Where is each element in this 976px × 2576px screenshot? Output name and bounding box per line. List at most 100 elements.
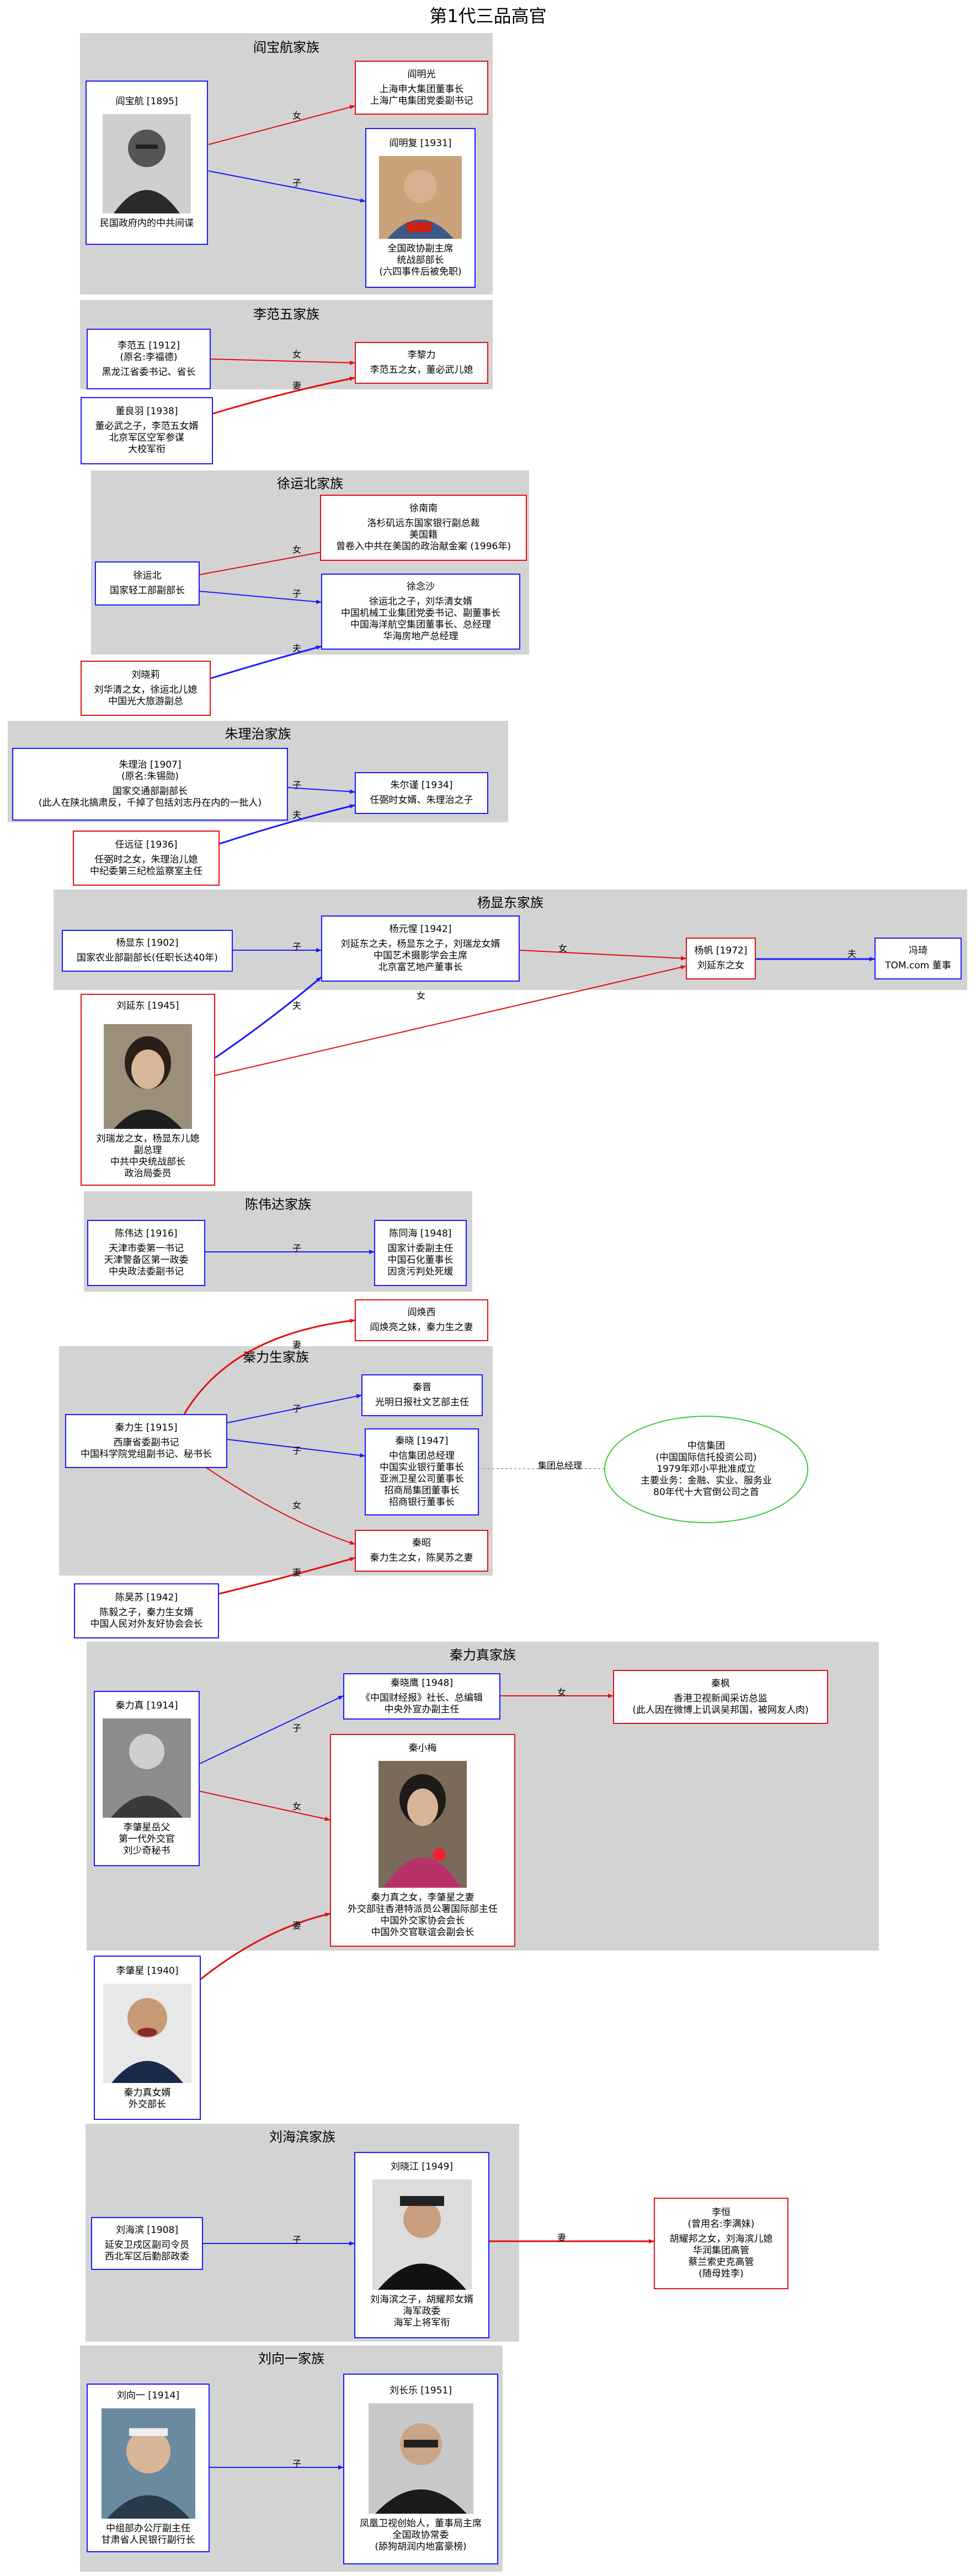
edge-label: 子 [292, 780, 302, 790]
person-node: 任远征 [1936] 任弼时之女，朱理治儿媳 中纪委第三纪检监察室主任 [73, 831, 220, 886]
edge-label: 妻 [557, 2232, 567, 2243]
cluster-title: 杨显东家族 [477, 895, 543, 911]
person-node: 刘晓江 [1949] 刘海滨之子，胡耀邦女婿 海军政委 海军上将军衔 [354, 2152, 489, 2338]
cluster-title: 李范五家族 [253, 307, 319, 322]
portrait-photo-icon [103, 1983, 191, 2083]
person-node: 冯琦 TOM.com 董事 [874, 938, 962, 979]
person-node: 李范五 [1912] (原名:李福德) 黑龙江省委书记、省长 [87, 329, 211, 389]
edge-label: 女 [417, 990, 426, 1001]
portrait-photo-icon [368, 2403, 473, 2514]
edge-label: 妻 [292, 381, 302, 391]
person-node: 阎明光 上海申大集团董事长 上海广电集团党委副书记 [355, 61, 488, 115]
person-node: 董良羽 [1938] 董必武之子，李范五女婿 北京军区空军参谋 大校军衔 [81, 397, 213, 464]
edge-label: 集团总经理 [538, 1460, 583, 1471]
person-node: 秦晓 [1947] 中信集团总经理 中国实业银行董事长 亚洲卫星公司董事长 招商… [365, 1428, 479, 1515]
person-node: 陈伟达 [1916] 天津市委第一书记 天津警备区第一政委 中央政法委副书记 [87, 1220, 205, 1286]
person-node: 李肇星 [1940] 秦力真女婿 外交部长 [94, 1956, 201, 2120]
edge-yan-daughter [208, 105, 355, 145]
portrait-photo-icon [103, 114, 191, 213]
cluster-title: 陈伟达家族 [245, 1197, 311, 1212]
edge-zhu-son [287, 787, 355, 794]
cluster-title: 徐运北家族 [277, 476, 343, 491]
edge-label: 女 [292, 544, 302, 555]
portrait-photo-icon [101, 2408, 195, 2519]
person-node: 徐南南 洛杉矶远东国家银行副总裁 美国籍 曾卷入中共在美国的政治献金案 (199… [320, 495, 527, 561]
edge-yangyj-daughter [519, 950, 686, 961]
edge-label: 子 [292, 588, 302, 599]
edge-label: 妻 [292, 1920, 302, 1931]
person-node: 刘延东 [1945] 刘瑞龙之女，杨显东儿媳 副总理 中共中央统战部长 政治局委… [81, 994, 215, 1186]
edge-chenhs-husband [218, 1557, 355, 1595]
person-node: 阎明复 [1931] 全国政协副主席 统战部部长 (六四事件后被免职) [365, 128, 476, 288]
edge-label: 夫 [292, 1000, 302, 1011]
page-title: 第1代三品高官 [429, 6, 547, 26]
cluster-title: 秦力真家族 [450, 1647, 516, 1663]
edge-label: 女 [292, 1801, 302, 1812]
cluster-title: 朱理治家族 [225, 726, 291, 742]
edge-label: 女 [558, 943, 568, 954]
person-node: 朱理治 [1907] (原名:朱锡勋) 国家交通部副部长 (此人在陕北搞肃反，千… [12, 748, 288, 821]
person-node: 秦力生 [1915] 西康省委副书记 中国科学院党组副书记、秘书长 [65, 1414, 227, 1468]
edge-qinls-wife [183, 1319, 355, 1415]
cluster-title: 阎宝航家族 [253, 40, 319, 55]
edge-label: 子 [292, 1445, 302, 1456]
portrait-photo-icon [104, 1024, 192, 1129]
edge-label: 子 [292, 178, 302, 188]
person-node: 徐念沙 徐运北之子，刘华清女婿 中国机械工业集团党委书记、副董事长 中国海洋航空… [321, 574, 520, 650]
person-node: 刘长乐 [1951] 凤凰卫视创始人，董事局主席 全国政协常委 (舔狗胡润内地富… [343, 2374, 498, 2564]
edge-qinlz-daughter [199, 1791, 330, 1821]
person-node: 陈同海 [1948] 国家计委副主任 中国石化董事长 因贪污判处死缓 [374, 1220, 467, 1286]
edge-label: 夫 [847, 949, 857, 959]
edge-label: 女 [292, 110, 302, 121]
edge-label: 妻 [292, 1340, 302, 1350]
edge-ren-wife [219, 804, 355, 845]
edge-label: 子 [292, 1404, 302, 1414]
edge-yan-son [208, 170, 366, 203]
edge-liuyd-daughter [215, 965, 686, 1076]
edge-label: 子 [292, 2235, 302, 2245]
person-node: 秦力真 [1914] 李肇星岳父 第一代外交官 刘少奇秘书 [94, 1691, 200, 1866]
person-node: 杨元惺 [1942] 刘延东之夫，杨显东之子，刘瑞龙女婿 中国艺术摄影学会主席 … [321, 915, 520, 982]
edge-lizx-husband [193, 1913, 330, 1986]
edge-label: 子 [292, 941, 302, 952]
edge-label: 夫 [292, 643, 302, 654]
person-node: 刘向一 [1914] 中组部办公厅副主任 甘肃省人民银行副行长 [87, 2384, 210, 2552]
edge-xu-son [199, 591, 322, 604]
cluster-title: 刘向一家族 [258, 2351, 324, 2366]
portrait-photo-icon [372, 2179, 472, 2290]
person-node: 秦小梅 秦力真之女，李肇星之妻 外交部驻香港特派员公署国际部主任 中国外交家协会… [330, 1734, 515, 1947]
portrait-photo-icon [103, 1718, 191, 1818]
person-node: 阎宝航 [1895] 民国政府内的中共间谍 [86, 81, 208, 245]
person-node: 朱尔谨 [1934] 任弼时女婿、朱理治之子 [355, 772, 488, 814]
edge-qinls-son1 [227, 1394, 362, 1423]
person-node: 秦晓鹰 [1948] 《中国财经报》社长、总编辑 中央外宣办副主任 [343, 1673, 500, 1720]
portrait-photo-icon [378, 1760, 467, 1888]
person-node: 杨帆 [1972] 刘延东之女 [686, 938, 756, 979]
person-node: 刘海滨 [1908] 延安卫戍区副司令员 西北军区后勤部政委 [91, 2217, 203, 2270]
person-node: 陈昊苏 [1942] 陈毅之子，秦力生女婿 中国人民对外友好协会会长 [74, 1583, 219, 1638]
edge-liuyd-husband [215, 976, 322, 1059]
edge-label: 子 [292, 2459, 302, 2469]
edge-li-daughter [210, 358, 355, 365]
person-node: 李恒 (曾用名:李满妹) 胡耀邦之女，刘海滨儿媳 华润集团高管 蔡兰索史克高管 … [654, 2198, 788, 2289]
person-node: 李黎力 李范五之女，董必武儿媳 [355, 342, 488, 384]
person-node: 秦昭 秦力生之女，陈昊苏之妻 [355, 1530, 488, 1572]
cluster-title: 刘海滨家族 [269, 2129, 335, 2145]
person-node: 刘晓莉 刘华清之女，徐运北儿媳 中国光大旅游副总 [81, 661, 211, 716]
person-node: 秦枫 香港卫视新闻采访总监 (此人因在微博上讥讽吴邦国，被网友人肉) [613, 1670, 828, 1724]
person-node: 杨显东 [1902] 国家农业部副部长(任职长达40年) [62, 930, 233, 972]
edge-label: 妻 [292, 1567, 302, 1578]
citic-ellipse: 中信集团 (中国国际信托投资公司) 1979年邓小平批准成立 主要业务：金融、实… [604, 1416, 808, 1523]
edge-qinls-daughter [205, 1466, 355, 1545]
edge-label: 女 [557, 1687, 567, 1697]
portrait-photo-icon [379, 156, 462, 239]
cluster-title: 秦力生家族 [243, 1349, 309, 1365]
edge-label: 子 [292, 1243, 302, 1254]
edge-label: 女 [292, 349, 302, 360]
edge-label: 女 [292, 1500, 302, 1511]
edge-label: 夫 [292, 810, 302, 820]
edge-dong-husband [212, 376, 355, 415]
person-node: 徐运北 国家轻工部副部长 [95, 561, 200, 606]
edge-liuxl-wife [210, 645, 322, 679]
